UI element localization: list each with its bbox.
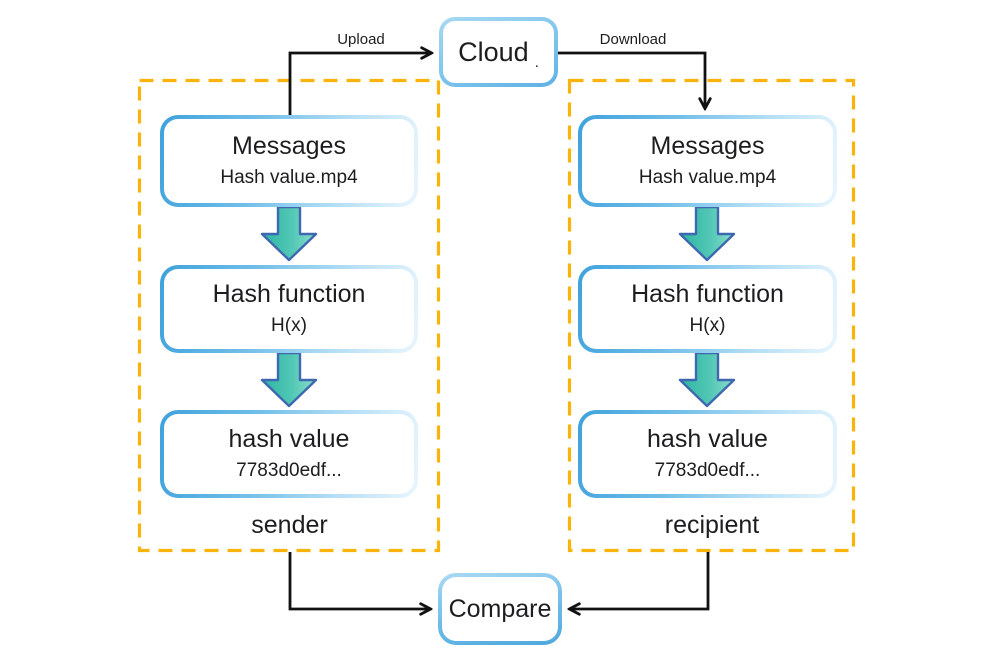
cloud-label: Cloud <box>458 36 529 67</box>
sender-hash-function-box: Hash function H(x) <box>160 265 418 353</box>
recipient-messages-subtitle: Hash value.mp4 <box>638 166 777 188</box>
recipient-messages-box: Messages Hash value.mp4 <box>578 115 837 207</box>
sender-hash-value-box: hash value 7783d0edf... <box>160 410 418 498</box>
sender-label: sender <box>251 511 328 539</box>
cloud-dot: . <box>534 54 539 71</box>
sender-messages-box: Messages Hash value.mp4 <box>160 115 418 207</box>
down-block-arrow <box>678 205 736 262</box>
sender-hash-function-subtitle: H(x) <box>271 314 307 336</box>
upload-label: Upload <box>337 31 385 48</box>
sender-messages-title: Messages <box>232 132 346 161</box>
recipient-hash-value-title: hash value <box>647 425 768 454</box>
recipient-messages-title: Messages <box>650 132 765 161</box>
sender-messages-subtitle: Hash value.mp4 <box>220 166 358 188</box>
cloud-node: Cloud . <box>439 17 558 87</box>
recipient-label: recipient <box>664 511 760 539</box>
recipient-hash-function-box: Hash function H(x) <box>578 265 837 353</box>
sender-hash-function-title: Hash function <box>212 280 366 309</box>
download-label: Download <box>599 31 667 48</box>
sender-hash-value-subtitle: 7783d0edf... <box>236 459 342 481</box>
recipient-hash-function-title: Hash function <box>631 280 784 309</box>
recipient-to-compare-arrow <box>570 552 710 609</box>
down-block-arrow <box>260 205 318 262</box>
sender-hash-value-title: hash value <box>228 425 350 454</box>
download-arrow <box>558 51 705 108</box>
compare-label: Compare <box>448 594 552 623</box>
recipient-hash-value-box: hash value 7783d0edf... <box>578 410 837 498</box>
recipient-hash-value-subtitle: 7783d0edf... <box>654 459 761 481</box>
compare-node: Compare <box>438 573 562 645</box>
recipient-hash-function-subtitle: H(x) <box>689 314 726 336</box>
upload-arrow <box>288 53 431 115</box>
down-block-arrow <box>678 351 736 408</box>
recipient-dashed-container <box>567 78 856 553</box>
sender-to-compare-arrow <box>288 552 430 609</box>
down-block-arrow <box>260 351 318 408</box>
